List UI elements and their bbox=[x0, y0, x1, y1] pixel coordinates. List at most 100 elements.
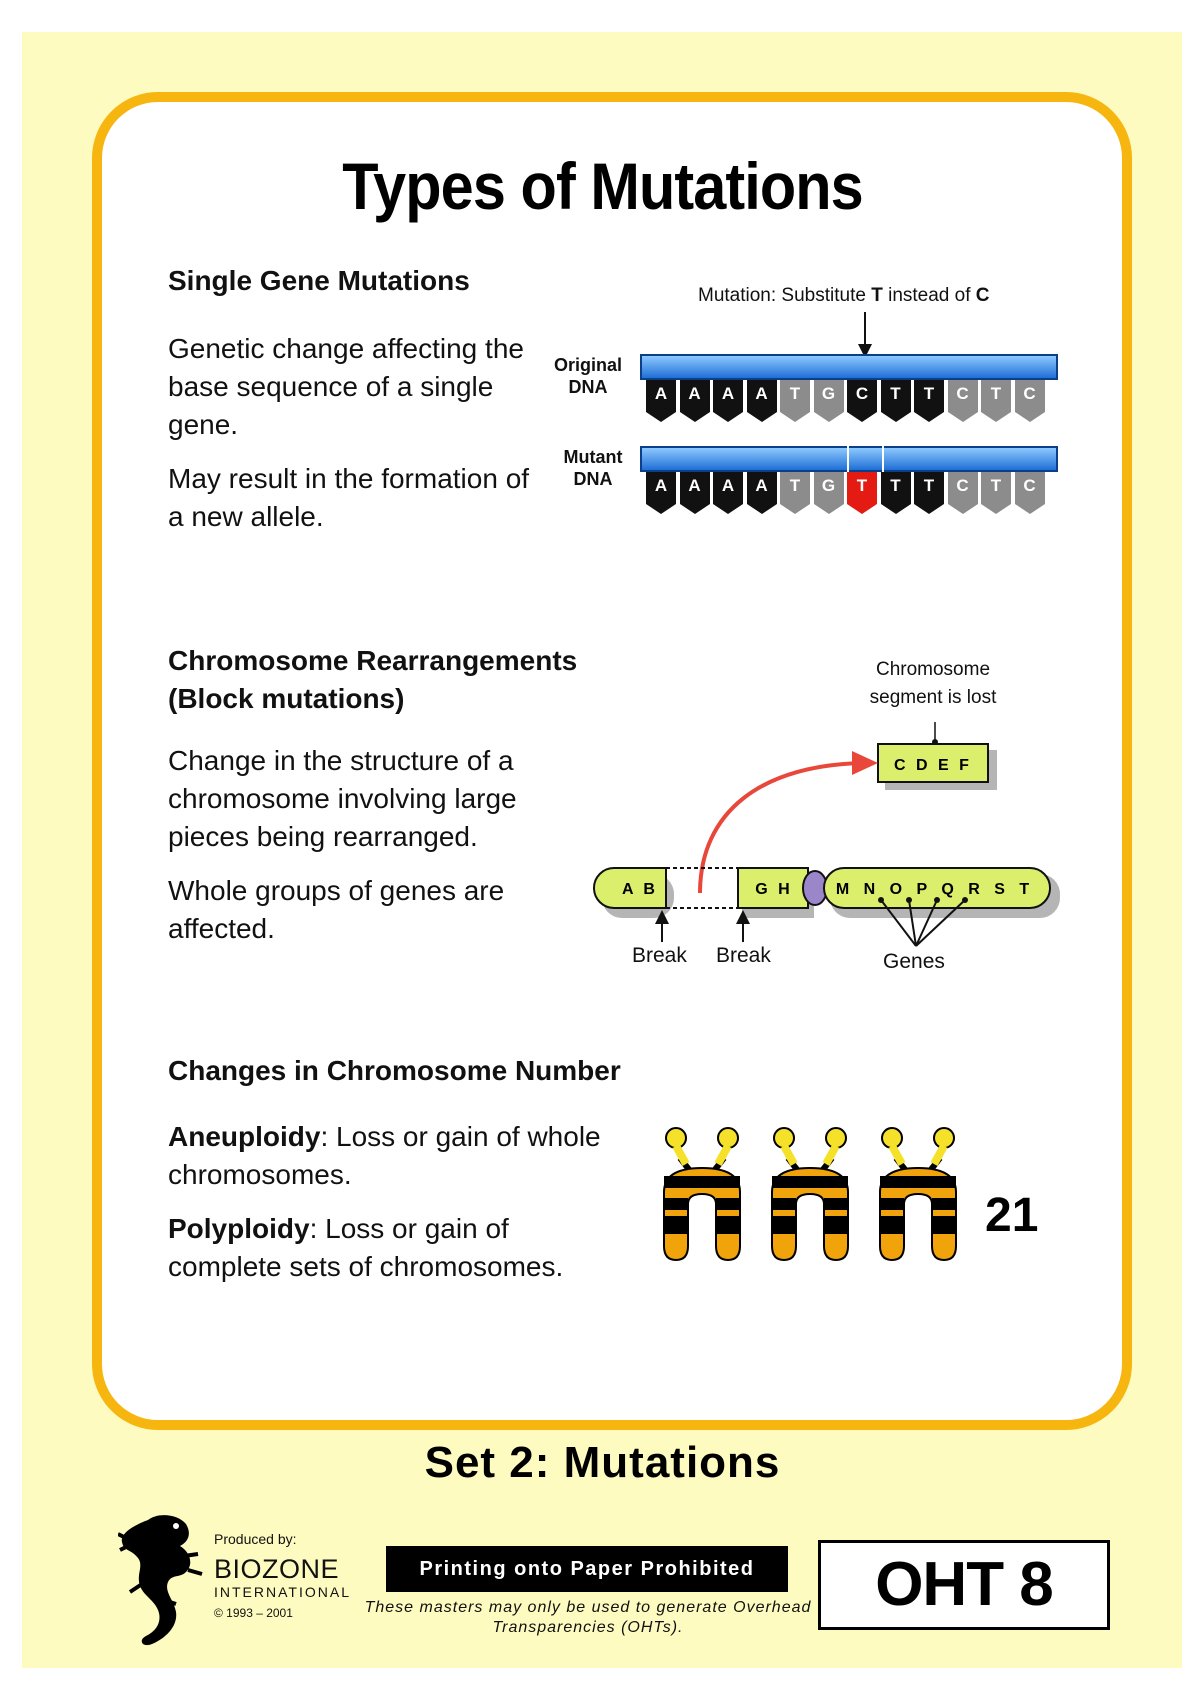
base-letter: A bbox=[688, 476, 701, 495]
copyright: © 1993 – 2001 bbox=[214, 1606, 293, 1620]
chromosome-21-copy-2 bbox=[772, 1128, 848, 1260]
base-letter: T bbox=[923, 384, 935, 403]
base-letter: C bbox=[956, 476, 969, 495]
chromosome-number-label: 21 bbox=[985, 1189, 1039, 1242]
segment-removal-arrow bbox=[698, 761, 871, 894]
original-dna-strand bbox=[640, 354, 1058, 380]
dna-base: A bbox=[646, 472, 676, 514]
dna-base: A bbox=[679, 380, 710, 422]
aneuploidy-definition: Aneuploidy: Loss or gain of whole chromo… bbox=[168, 1121, 601, 1190]
dna-base: A bbox=[746, 472, 777, 514]
company-name: BIOZONE bbox=[214, 1554, 340, 1584]
base-letter: T bbox=[789, 384, 801, 403]
original-dna-label: Original DNA bbox=[553, 355, 622, 397]
dna-base: C bbox=[947, 472, 978, 514]
base-letter: T bbox=[890, 476, 901, 495]
rearrangement-description: Change in the structure of a chromosome … bbox=[168, 745, 517, 852]
base-letter: A bbox=[654, 384, 668, 403]
base-letter: A bbox=[721, 384, 735, 403]
segment-lost-label: Chromosome segment is lost bbox=[869, 659, 997, 708]
base-letter: A bbox=[721, 476, 735, 495]
dna-base: T bbox=[880, 472, 911, 514]
base-letter: T bbox=[890, 384, 901, 403]
mutant-dna-label: Mutant DNA bbox=[563, 447, 623, 489]
page-title: Types of Mutations bbox=[342, 149, 864, 223]
gene-pointer bbox=[915, 899, 966, 947]
base-letter: A bbox=[755, 476, 768, 495]
chromosome-left-piece bbox=[593, 867, 667, 909]
rearrangement-heading-line1: Chromosome Rearrangements bbox=[168, 645, 578, 676]
base-letter: C bbox=[1023, 384, 1036, 403]
dna-base: C bbox=[947, 380, 978, 422]
left-piece-genes: A B bbox=[622, 881, 658, 898]
dna-base: T bbox=[880, 380, 911, 422]
dna-base: A bbox=[713, 472, 743, 514]
strand-gap bbox=[882, 446, 884, 472]
mutation-caption: Mutation: Substitute T instead of C bbox=[698, 285, 990, 306]
base-letter: A bbox=[688, 384, 701, 403]
single-gene-heading: Single Gene Mutations bbox=[168, 265, 470, 296]
polyploidy-definition: Polyploidy: Loss or gain of complete set… bbox=[168, 1213, 564, 1282]
single-gene-description: Genetic change affecting the base sequen… bbox=[168, 333, 524, 440]
company-subtitle: INTERNATIONAL bbox=[214, 1584, 351, 1600]
base-letter: A bbox=[755, 384, 768, 403]
base-letter: C bbox=[956, 384, 969, 403]
base-letter: T bbox=[856, 476, 868, 495]
lizard-logo bbox=[118, 1515, 203, 1646]
base-letter: G bbox=[821, 476, 836, 495]
produced-by-label: Produced by: bbox=[214, 1531, 297, 1547]
masters-note: These masters may only be used to genera… bbox=[364, 1599, 812, 1636]
base-letter: G bbox=[821, 384, 836, 403]
polyploidy-term: Polyploidy bbox=[168, 1213, 310, 1244]
single-gene-allele-note: May result in the formation of a new all… bbox=[168, 463, 530, 532]
rearrangement-heading-line2: (Block mutations) bbox=[168, 683, 405, 714]
printing-prohibited-banner: Printing onto Paper Prohibited bbox=[386, 1546, 788, 1592]
dna-base: A bbox=[713, 380, 743, 422]
oht-number-box: OHT 8 bbox=[818, 1540, 1110, 1630]
chromosome-middle-piece bbox=[737, 867, 809, 909]
dna-base: A bbox=[679, 472, 710, 514]
base-letter: C bbox=[1023, 476, 1036, 495]
dna-base: T bbox=[981, 380, 1011, 422]
gene-pointer bbox=[880, 899, 917, 947]
dna-base: T bbox=[914, 380, 944, 422]
base-letter: C bbox=[855, 384, 869, 403]
arrowhead bbox=[852, 751, 878, 775]
set-title: Set 2: Mutations bbox=[424, 1438, 781, 1487]
rearrangement-diagram: C D E F A B G H M N O P Q R S T bbox=[593, 722, 1060, 947]
dna-base: T bbox=[780, 472, 810, 514]
dna-base: G bbox=[813, 472, 844, 514]
dna-base: T bbox=[780, 380, 810, 422]
rearrangement-heading: Chromosome Rearrangements (Block mutatio… bbox=[168, 642, 577, 718]
break-label-left: Break bbox=[632, 944, 687, 967]
dna-base: T bbox=[981, 472, 1011, 514]
mutation-pointer-arrow bbox=[858, 312, 872, 358]
gene-pointer bbox=[908, 899, 917, 947]
base-letter: A bbox=[654, 476, 668, 495]
dna-base: T bbox=[914, 472, 944, 514]
chromosome-21-copy-1 bbox=[664, 1128, 740, 1260]
dna-base: G bbox=[813, 380, 844, 422]
right-piece-genes: M N O P Q R S T bbox=[836, 881, 1034, 898]
genes-label: Genes bbox=[883, 950, 945, 973]
dna-base: A bbox=[646, 380, 676, 422]
dna-base: C bbox=[1014, 380, 1045, 422]
strand-gap bbox=[847, 446, 849, 472]
aneuploidy-term: Aneuploidy bbox=[168, 1121, 321, 1152]
chromosome-number-heading: Changes in Chromosome Number bbox=[168, 1055, 621, 1086]
dna-base: C bbox=[847, 380, 877, 422]
lost-segment-genes: C D E F bbox=[894, 757, 972, 774]
mutated-base: T bbox=[847, 472, 877, 514]
dna-base: C bbox=[1014, 472, 1045, 514]
base-letter: T bbox=[990, 476, 1002, 495]
mutant-dna-strand bbox=[640, 446, 1058, 472]
dna-base: A bbox=[746, 380, 777, 422]
base-letter: T bbox=[990, 384, 1002, 403]
break-label-right: Break bbox=[716, 944, 771, 967]
chromosome-21-copy-3 bbox=[880, 1128, 956, 1260]
base-letter: T bbox=[923, 476, 935, 495]
gene-pointer bbox=[915, 899, 938, 947]
middle-piece-genes: G H bbox=[755, 881, 792, 898]
